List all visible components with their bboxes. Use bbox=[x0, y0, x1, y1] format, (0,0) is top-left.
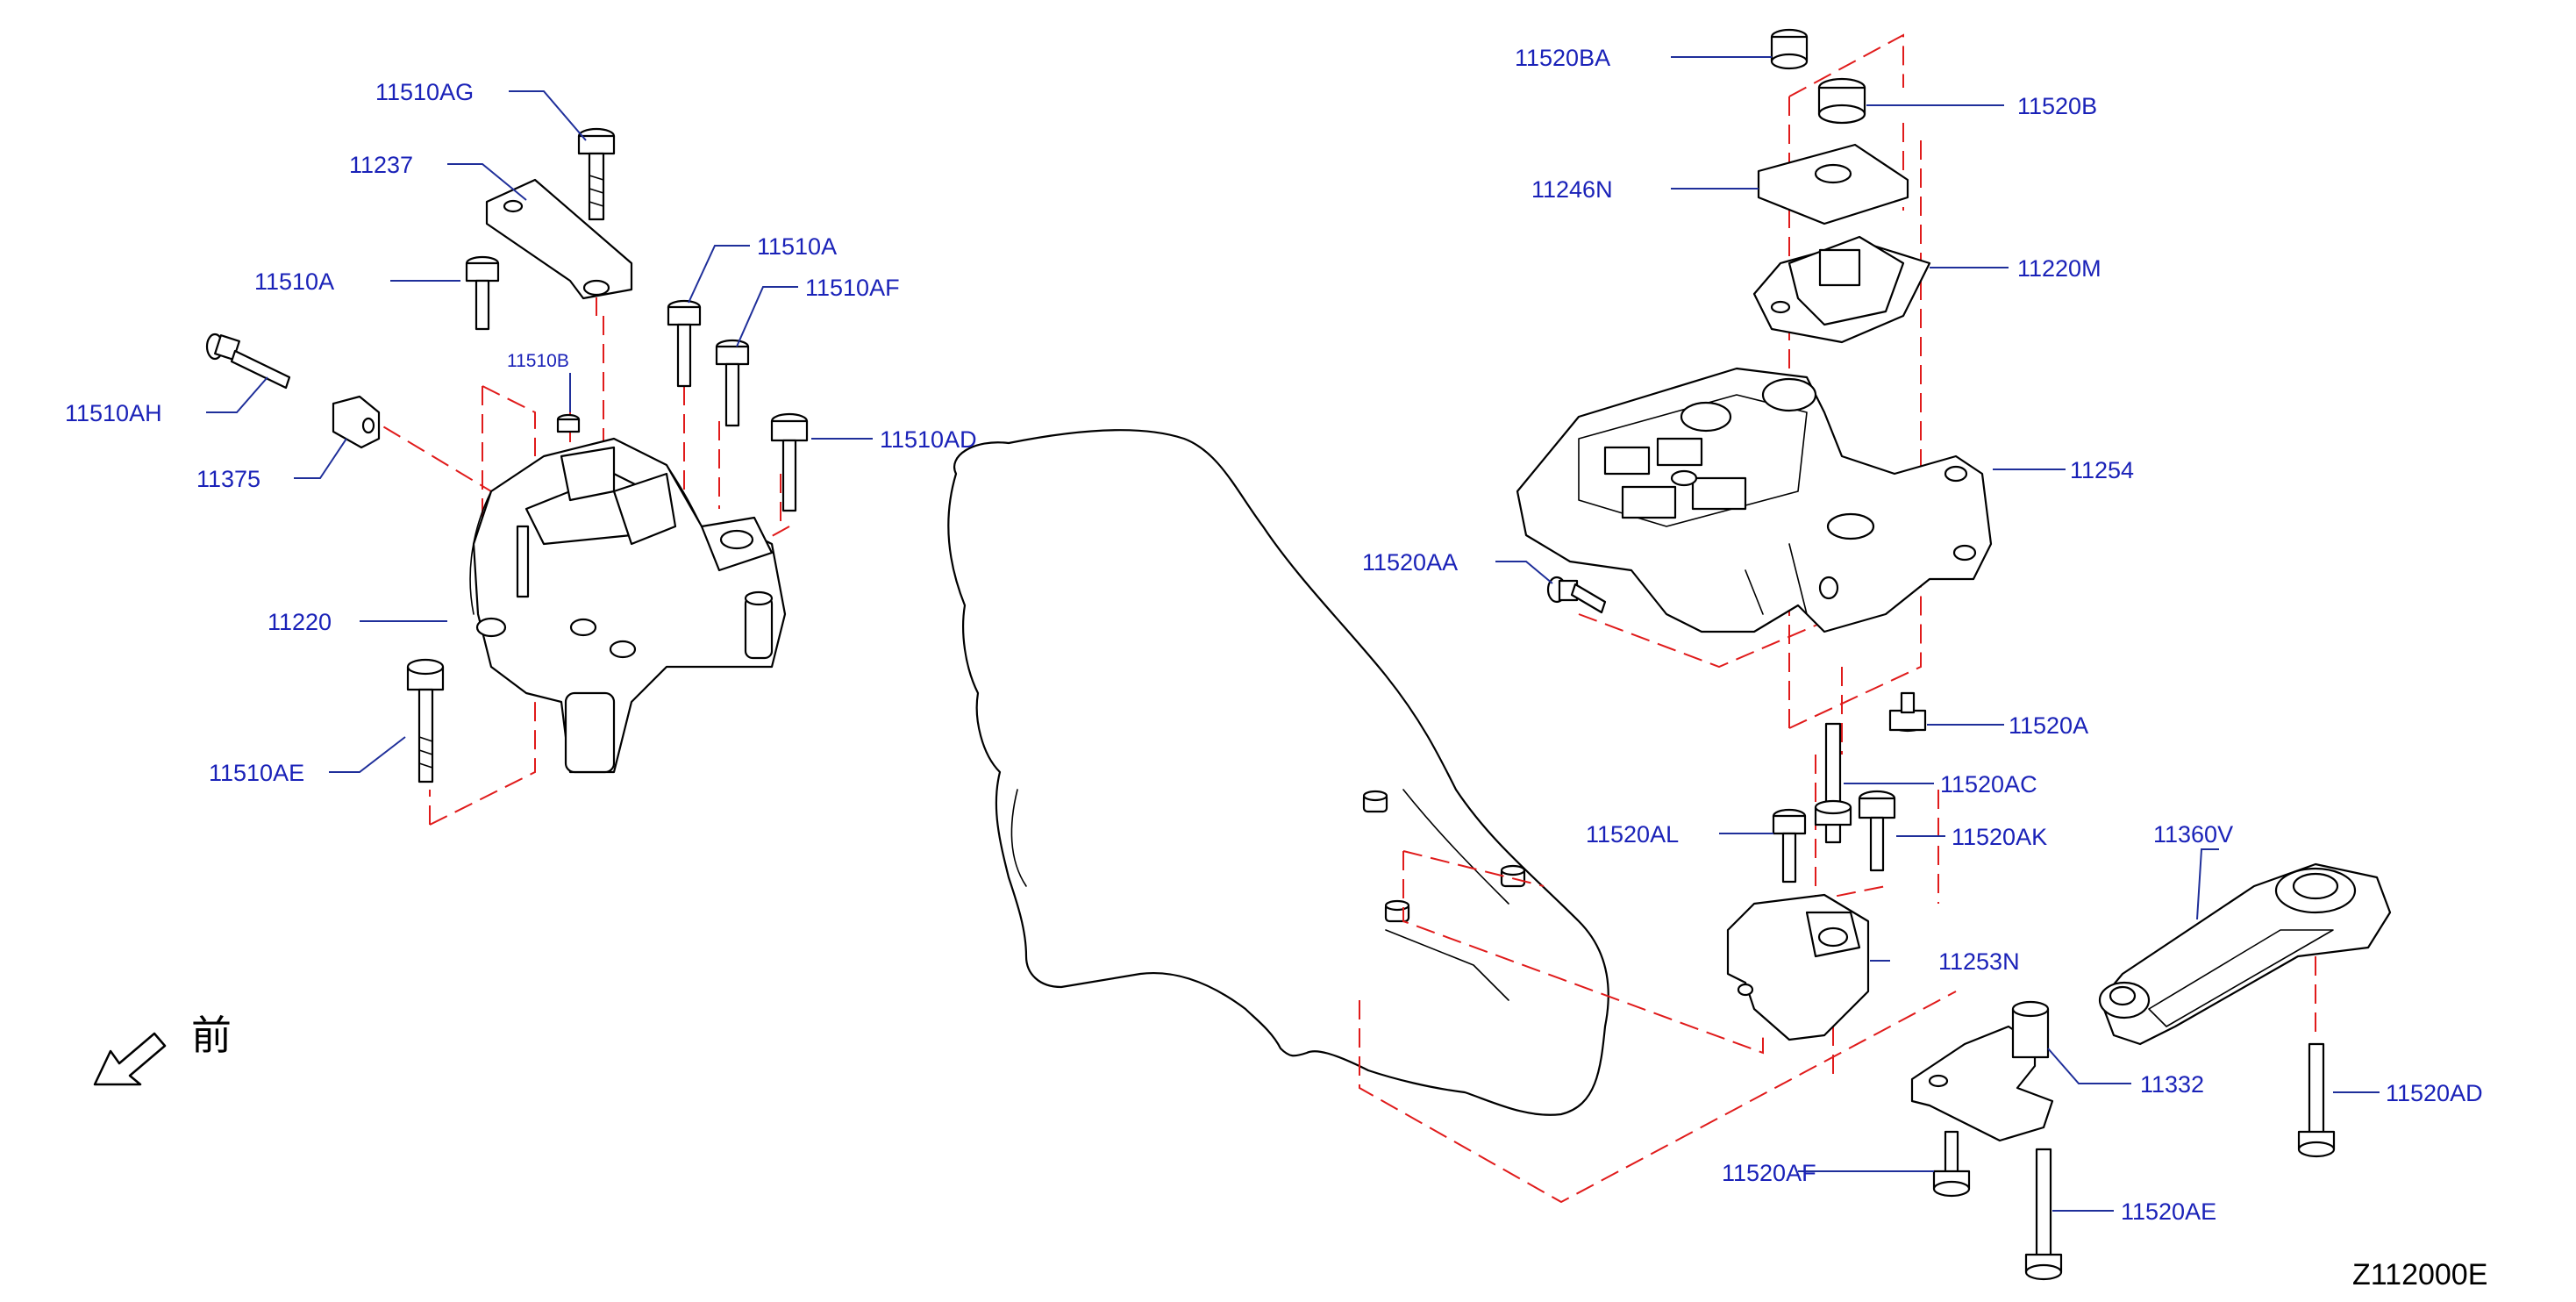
bolt-11520AK bbox=[1858, 790, 1896, 872]
engine-stud-2 bbox=[1384, 899, 1410, 923]
bolt-11520AF-right bbox=[1932, 1130, 1971, 1198]
bolt-11510AG bbox=[577, 127, 616, 221]
label-11253N[interactable]: 11253N bbox=[1938, 948, 2020, 975]
washer-11246N bbox=[1757, 143, 1909, 225]
engine-outline bbox=[947, 429, 1609, 1116]
bolt-11510AH bbox=[205, 333, 291, 390]
insulator-11220M bbox=[1752, 235, 1931, 344]
bracket-11253N bbox=[1726, 893, 1870, 1041]
bolt-11510A-left bbox=[465, 255, 500, 331]
label-11520B[interactable]: 11520B bbox=[2017, 93, 2097, 119]
label-11237[interactable]: 11237 bbox=[349, 152, 413, 178]
label-11510AE[interactable]: 11510AE bbox=[209, 760, 304, 786]
label-11332[interactable]: 11332 bbox=[2140, 1071, 2204, 1098]
label-11510A-left[interactable]: 11510A bbox=[254, 268, 334, 295]
bracket-11254 bbox=[1516, 367, 1993, 633]
callout-labels: 11510AG 11237 11510A 11510A 11510AF 1151… bbox=[65, 45, 2483, 1225]
label-11375[interactable]: 11375 bbox=[196, 466, 260, 492]
bolt-11520AA bbox=[1546, 576, 1607, 614]
bolt-11510AE bbox=[406, 658, 445, 783]
label-11520A[interactable]: 11520A bbox=[2009, 712, 2088, 739]
front-mark: 前 bbox=[191, 1012, 232, 1059]
bracket-11237 bbox=[485, 178, 633, 300]
leader-lines bbox=[206, 56, 2380, 1212]
drawing-code: Z112000E bbox=[2352, 1258, 2487, 1291]
bracket-11332 bbox=[1910, 1000, 2054, 1142]
nut-11520B bbox=[1817, 77, 1866, 125]
bolt-11510AF-left bbox=[715, 339, 750, 427]
bolt-11520AE bbox=[2024, 1148, 2063, 1281]
bolt-11520A bbox=[1888, 691, 1927, 733]
stud-11520AC bbox=[1814, 722, 1852, 844]
bolt-11520AL bbox=[1772, 808, 1807, 884]
nut-11510B bbox=[556, 413, 581, 433]
label-11520AK[interactable]: 11520AK bbox=[1952, 824, 2047, 850]
engine-stud-1 bbox=[1362, 790, 1388, 813]
label-11254[interactable]: 11254 bbox=[2070, 457, 2134, 483]
bolt-11510AD-left bbox=[770, 412, 809, 512]
label-11520AE[interactable]: 11520AE bbox=[2121, 1198, 2216, 1225]
bolt-11520AD-right bbox=[2297, 1042, 2336, 1158]
bolt-11510A-mid bbox=[667, 299, 702, 388]
label-11510AD-left[interactable]: 11510AD bbox=[880, 426, 977, 453]
clip-11375 bbox=[332, 395, 381, 449]
rod-11360V bbox=[2098, 862, 2392, 1046]
label-11520AA[interactable]: 11520AA bbox=[1362, 549, 1458, 576]
label-11360V[interactable]: 11360V bbox=[2153, 821, 2233, 848]
label-11510B[interactable]: 11510B bbox=[507, 351, 569, 371]
label-11246N[interactable]: 11246N bbox=[1531, 176, 1613, 203]
label-11510A-mid[interactable]: 11510A bbox=[757, 233, 837, 260]
label-11520AF-right[interactable]: 11520AF bbox=[1722, 1160, 1816, 1186]
label-11520AL[interactable]: 11520AL bbox=[1586, 821, 1679, 848]
engine-stud-3 bbox=[1500, 864, 1526, 888]
nut-11520BA bbox=[1770, 28, 1809, 70]
label-11510AG[interactable]: 11510AG bbox=[375, 79, 474, 105]
label-11520AC[interactable]: 11520AC bbox=[1940, 771, 2037, 798]
front-indicator: 前 bbox=[93, 1012, 232, 1086]
arrow-front-icon bbox=[93, 1032, 167, 1086]
label-11520AD-right[interactable]: 11520AD bbox=[2386, 1080, 2483, 1106]
label-11220M[interactable]: 11220M bbox=[2017, 255, 2101, 282]
label-11510AH[interactable]: 11510AH bbox=[65, 400, 162, 426]
label-11510AF-left[interactable]: 11510AF bbox=[805, 275, 900, 301]
label-11520BA[interactable]: 11520BA bbox=[1515, 45, 1610, 71]
mount-11220 bbox=[469, 437, 787, 774]
label-11220[interactable]: 11220 bbox=[268, 609, 332, 635]
